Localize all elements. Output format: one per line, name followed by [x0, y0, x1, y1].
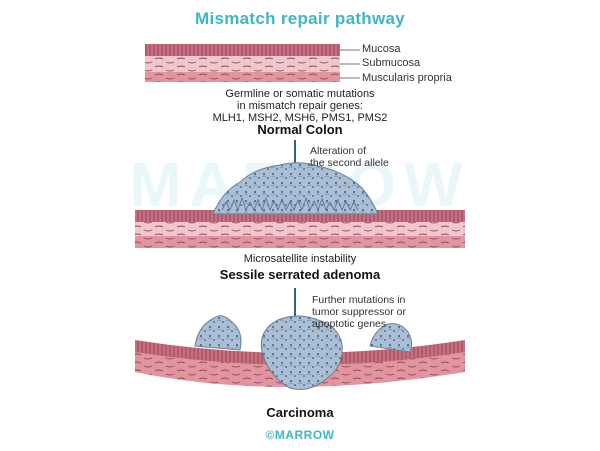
serrated-polyp: [212, 162, 379, 215]
invasive-tumor-mass: [260, 315, 343, 390]
serrated-crypt-outline: [221, 196, 359, 212]
step-2-line-1: Further mutations in: [312, 294, 406, 306]
step-2-text: Further mutations in tumor suppressor or…: [312, 294, 406, 330]
step-1-text: Alteration of the second allele: [310, 145, 389, 169]
normal-caption-line-1: Germline or somatic mutations: [225, 88, 375, 100]
ssa-title: Sessile serrated adenoma: [219, 267, 381, 282]
step-1-line-2: the second allele: [310, 157, 389, 169]
normal-colon-title: Normal Colon: [257, 122, 343, 137]
normal-caption-line-3: MLH1, MSH2, MSH6, PMS1, PMS2: [212, 112, 388, 124]
adenoma-tissue: [135, 162, 465, 248]
adenoma-fiber-texture: [135, 222, 465, 236]
step-2-line-2: tumor suppressor or: [312, 306, 406, 318]
normal-colon-tissue: [145, 44, 340, 82]
carcinoma-mucosa-layer: [135, 340, 465, 365]
normal-mucosa-layer: [145, 44, 340, 56]
adenoma-muscle-texture: [135, 236, 465, 248]
normal-fiber-texture: [145, 56, 340, 72]
carcinoma-left-lesion: [194, 315, 242, 351]
submucosa-label: Submucosa: [362, 57, 421, 69]
footer-logo-text: ©MARROW: [265, 428, 335, 442]
normal-muscle-texture: [145, 72, 340, 82]
step-1-line-1: Alteration of: [310, 145, 367, 157]
carcinoma-title: Carcinoma: [266, 405, 334, 420]
muscularis-label: Muscularis propria: [362, 72, 452, 84]
diagram-title: Mismatch repair pathway: [194, 9, 406, 28]
step-2-line-3: apoptotic genes: [312, 318, 387, 330]
mucosa-label: Mucosa: [362, 43, 401, 55]
msi-caption: Microsatellite instability: [243, 253, 357, 265]
carcinoma-tissue: [135, 315, 465, 390]
layer-leader-lines: [340, 49, 360, 79]
carcinoma-right-lesion: [369, 323, 413, 353]
normal-caption: Germline or somatic mutations in mismatc…: [170, 88, 430, 124]
normal-caption-line-2: in mismatch repair genes:: [237, 100, 363, 112]
